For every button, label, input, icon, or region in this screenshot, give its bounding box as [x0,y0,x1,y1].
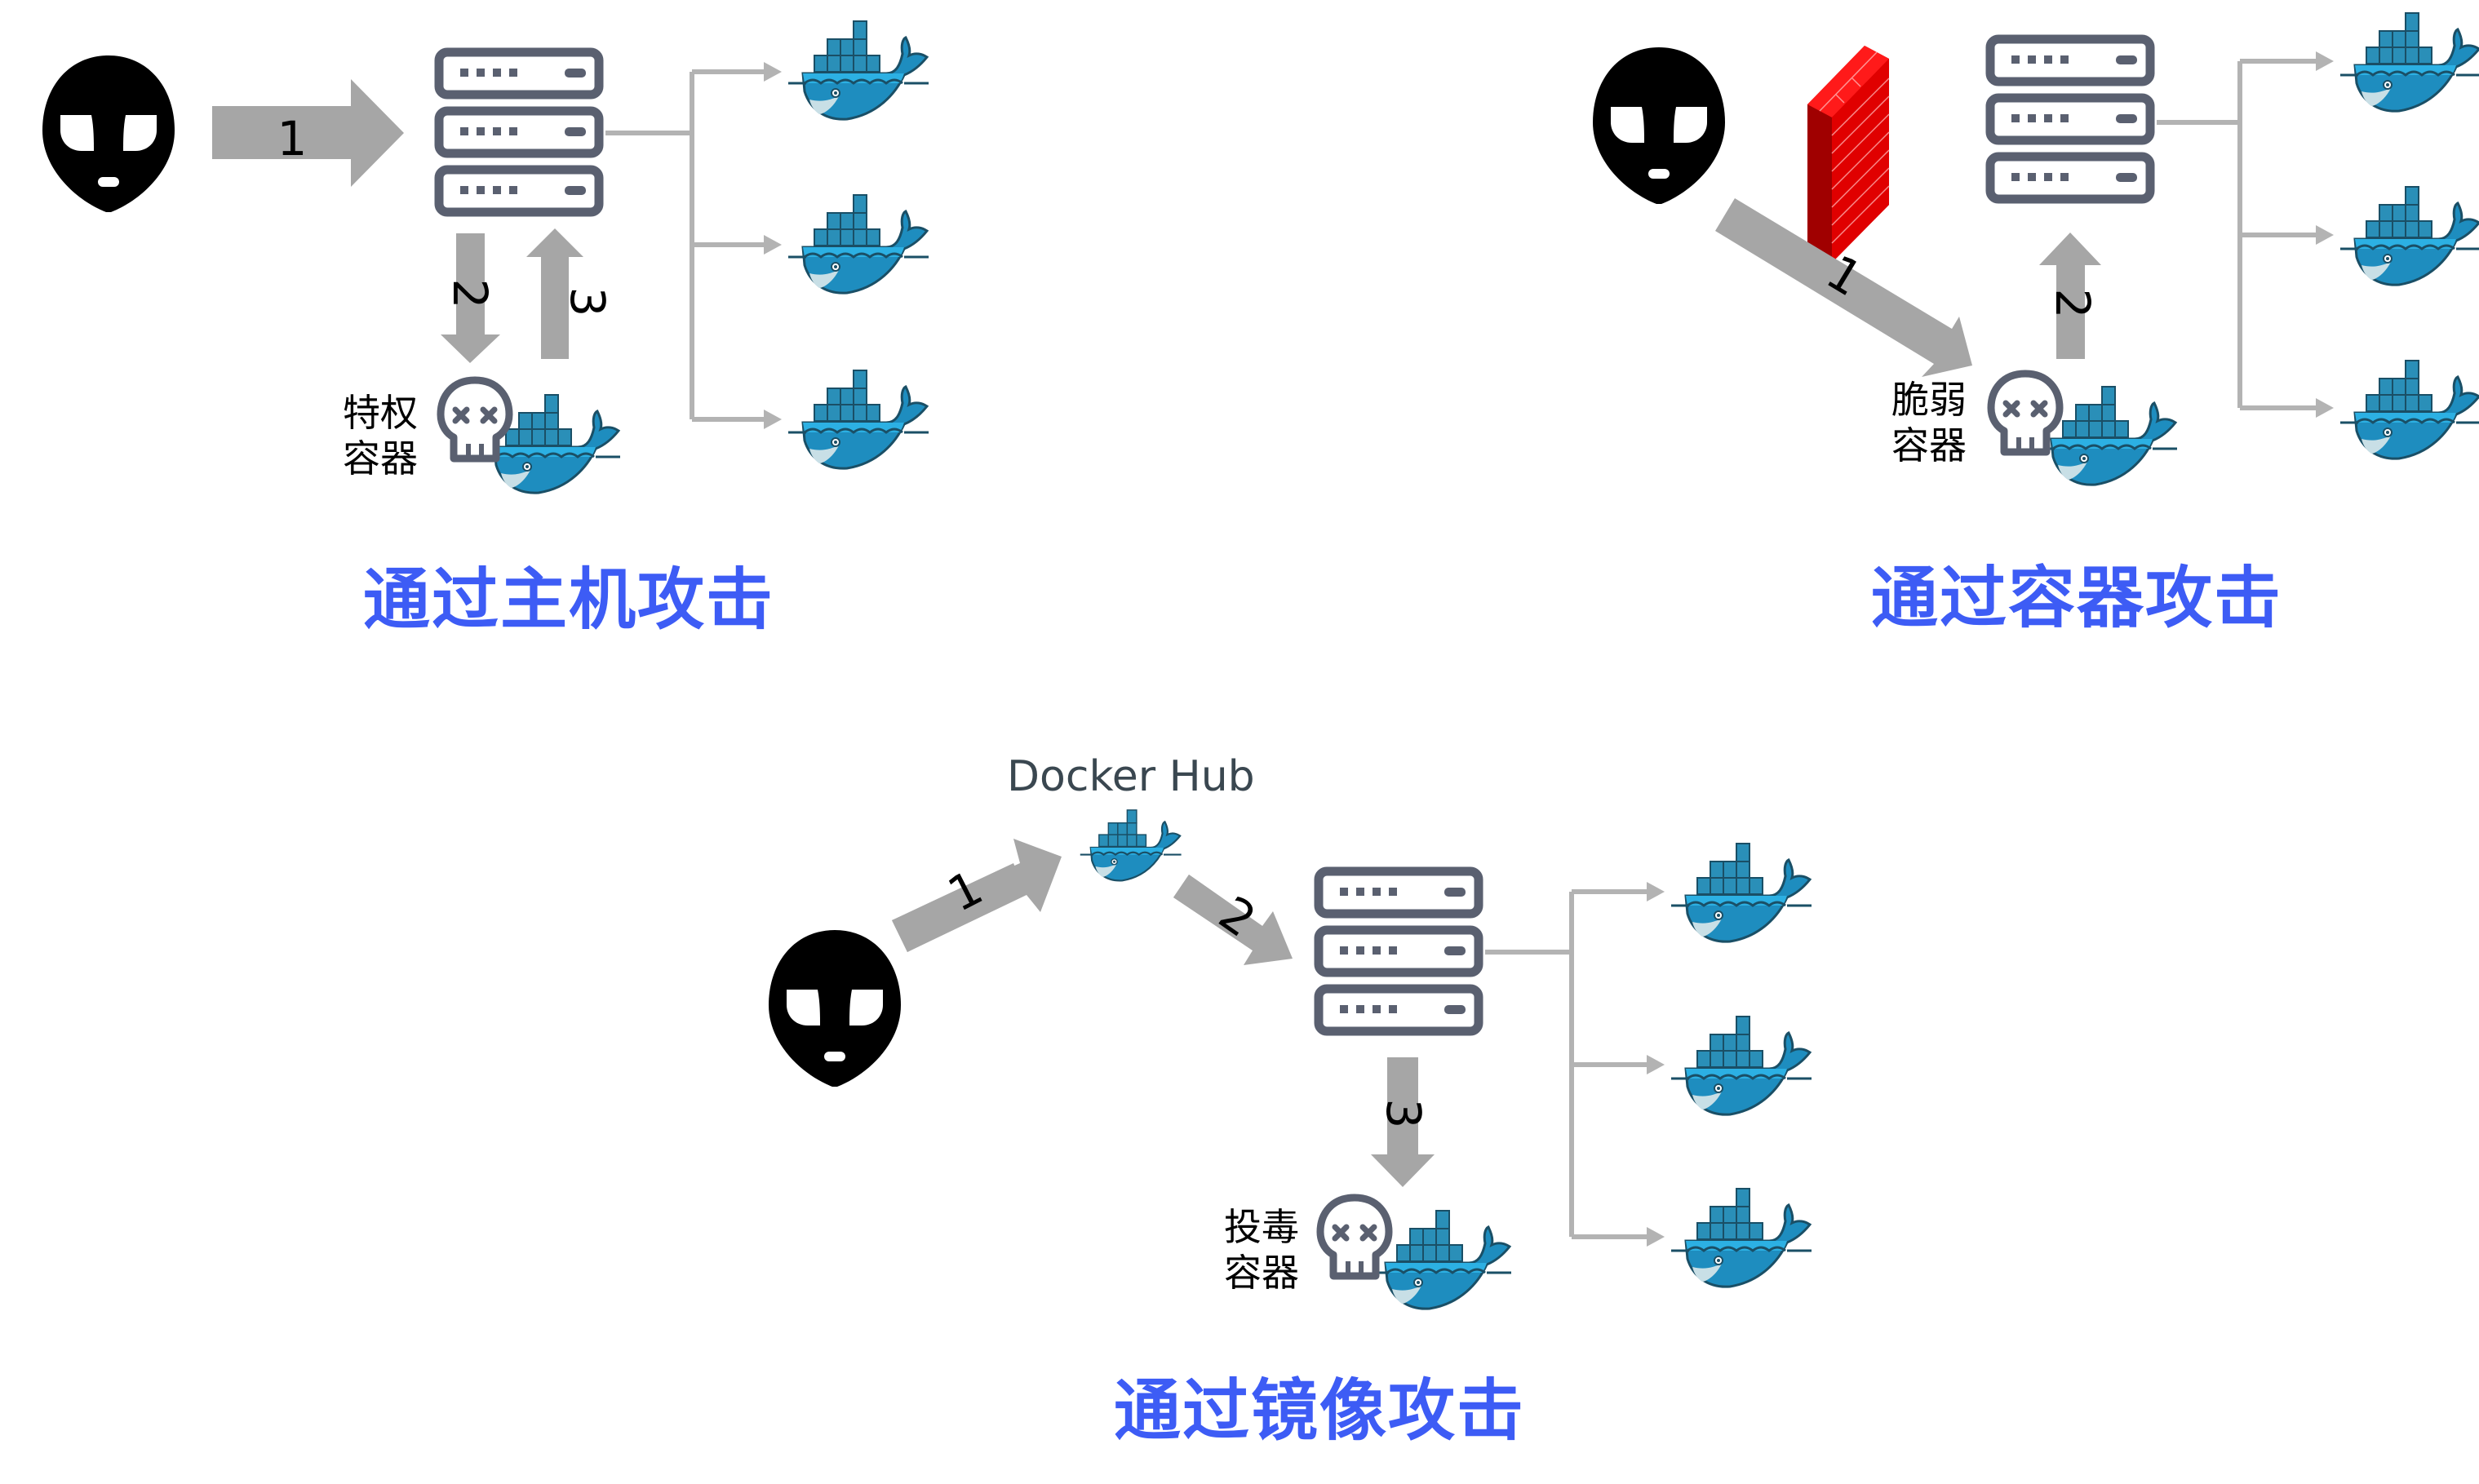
docker-container-icon [2339,359,2479,460]
host-server-icon [1990,39,2150,199]
step-1-arrow: 1 [892,839,1062,952]
label-line: 投毒 [1224,1205,1299,1249]
label-line: 容器 [1891,423,1967,467]
docker-container-icon [1670,842,1813,943]
step-3-arrow: 3 [1371,1057,1435,1187]
panel-host-attack: 1 2 3 [42,20,930,494]
poisoned-container-label: 投毒 容器 [1224,1204,1314,1296]
docker-container-icon [2339,11,2479,113]
skull-icon [1320,1198,1389,1276]
step-2-arrow: 2 [2039,233,2101,359]
skull-icon [441,380,509,458]
connector-lines [2157,59,2319,410]
title-image-attack: 通过镜像攻击 [1114,1372,1526,1450]
docker-container-icon [1670,1015,1813,1116]
docker-container-icon [787,20,930,121]
panel-image-attack: 1 2 3 [769,808,1813,1310]
step-3-arrow: 3 [526,228,615,359]
vulnerable-container-label: 脆弱 容器 [1891,377,1981,468]
docker-container-icon [787,369,930,470]
step-2-label: 2 [2045,289,2100,319]
attacker-alien-icon [42,55,175,212]
privileged-container-label: 特权 容器 [343,390,432,481]
connector-lines [605,69,767,422]
attacker-alien-icon [769,930,901,1087]
docker-container-icon [1670,1187,1813,1288]
step-2-arrow: 2 [1173,875,1293,965]
skull-icon [1991,374,2060,452]
host-server-icon [439,52,599,212]
docker-hub-whale-icon [1079,808,1182,882]
label-line: 容器 [1224,1251,1299,1295]
step-2-label: 2 [442,279,498,309]
docker-container-icon [787,193,930,295]
title-container-attack: 通过容器攻击 [1871,560,2283,637]
step-2-arrow: 2 [441,233,500,363]
docker-container-icon [2339,185,2479,286]
step-3-label: 3 [1376,1099,1431,1129]
title-host-attack: 通过主机攻击 [363,561,775,639]
docker-hub-label: Docker Hub [1007,752,1255,801]
step-1-arrow: 1 [1715,198,1972,377]
label-line: 特权 [343,391,418,435]
connector-lines [1485,889,1650,1239]
firewall-icon [1807,45,1890,264]
label-line: 脆弱 [1891,378,1967,422]
step-1-label: 1 [277,111,308,166]
label-line: 容器 [343,436,418,481]
panel-container-attack: 1 2 [1593,11,2479,486]
attacker-alien-icon [1593,47,1725,204]
step-1-arrow: 1 [212,79,404,187]
host-server-icon [1319,871,1479,1031]
step-3-label: 3 [560,287,615,317]
